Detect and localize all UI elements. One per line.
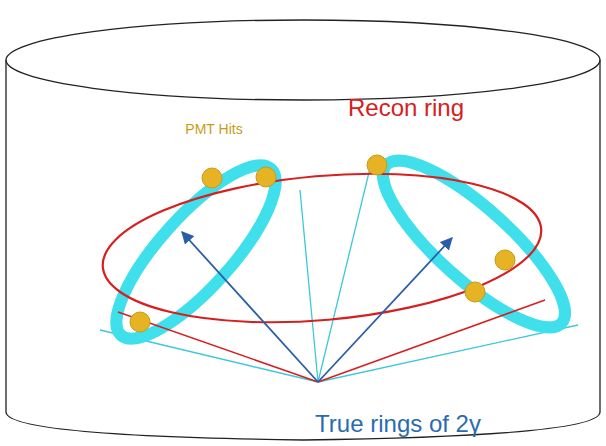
recon-cone-lines [118,300,545,382]
pmt-hits-label: PMT Hits [185,122,242,137]
recon-ring [97,157,548,339]
gamma-direction-arrows [182,232,452,382]
tank-wall [6,60,600,440]
true-ring [362,138,586,349]
recon-ring-label: Recon ring [348,95,464,121]
true-rings-label: True rings of 2γ [315,411,481,437]
tank-top [6,20,600,100]
pmt-hits [130,155,515,332]
